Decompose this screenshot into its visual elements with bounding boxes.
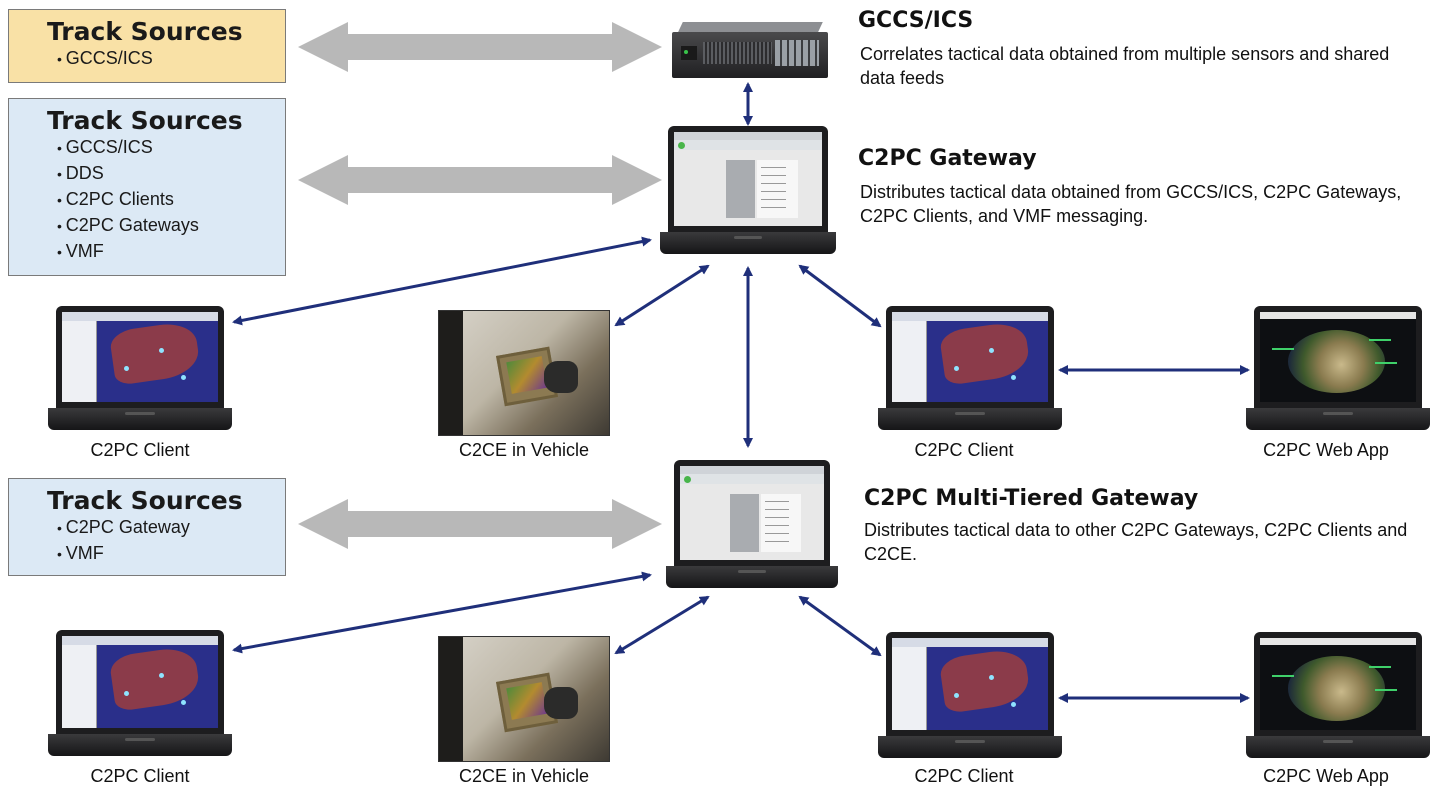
caption-c2pc-web-app: C2PC Web App (1263, 440, 1389, 460)
c2pc-client-laptop-1 (48, 306, 232, 430)
gray-arrow-gccs (298, 22, 662, 72)
track-source-item: GCCS/ICS (57, 46, 285, 72)
multi-gateway-title: C2PC Multi-Tiered Gateway (864, 486, 1199, 511)
track-sources-list: GCCS/ICS DDS C2PC Clients C2PC Gateways … (47, 135, 285, 265)
arrow-multi-client4 (798, 595, 882, 657)
navy-arrows (232, 82, 1250, 703)
c2pc-client-laptop-4 (878, 632, 1062, 758)
caption-c2ce-vehicle: C2CE in Vehicle (458, 440, 590, 460)
track-sources-list: C2PC Gateway VMF (47, 515, 285, 567)
gray-arrow-gateway (298, 155, 662, 205)
track-sources-box-gateway: Track Sources GCCS/ICS DDS C2PC Clients … (8, 98, 286, 276)
caption-c2pc-client: C2PC Client (90, 440, 190, 460)
c2pc-web-app-laptop-2 (1246, 632, 1430, 758)
arrow-gateway-client2 (798, 264, 882, 328)
track-sources-box-gccs: Track Sources GCCS/ICS (8, 9, 286, 83)
gccs-description: Correlates tactical data obtained from m… (860, 44, 1390, 88)
arrow-gateway-vehicle1 (614, 264, 710, 327)
c2pc-web-app-laptop-1 (1246, 306, 1430, 430)
gccs-title: GCCS/ICS (858, 8, 974, 33)
track-sources-title: Track Sources (47, 486, 243, 515)
vehicle-terminal-photo (438, 636, 610, 762)
vehicle-terminal-photo (438, 310, 610, 436)
server-icon (672, 22, 828, 78)
track-source-item: C2PC Gateway (57, 515, 285, 541)
track-source-item: VMF (57, 541, 285, 567)
track-sources-list: GCCS/ICS (47, 46, 285, 72)
arrow-gateway-client1 (232, 236, 652, 326)
c2pc-client-laptop-2 (878, 306, 1062, 430)
multi-gateway-screen (680, 466, 824, 560)
track-source-item: C2PC Gateways (57, 213, 285, 239)
track-sources-title: Track Sources (47, 106, 243, 135)
track-sources-box-multi-gateway: Track Sources C2PC Gateway VMF (8, 478, 286, 576)
caption-c2pc-client: C2PC Client (914, 440, 1014, 460)
gray-arrow-multi-gateway (298, 499, 662, 549)
multi-gateway-description: Distributes tactical data to other C2PC … (864, 520, 1408, 564)
caption-c2ce-vehicle: C2CE in Vehicle (458, 766, 590, 786)
caption-c2pc-web-app: C2PC Web App (1263, 766, 1389, 786)
gateway-screen (674, 132, 822, 226)
arrow-multi-vehicle2 (614, 595, 710, 655)
track-source-item: C2PC Clients (57, 187, 285, 213)
gray-arrows (298, 22, 662, 549)
track-sources-title: Track Sources (47, 17, 243, 46)
caption-c2pc-client: C2PC Client (914, 766, 1014, 786)
gateway-laptop (660, 126, 836, 254)
gateway-title: C2PC Gateway (858, 146, 1037, 171)
gateway-description: Distributes tactical data obtained from … (860, 182, 1402, 226)
multi-gateway-laptop (666, 460, 838, 588)
track-source-item: GCCS/ICS (57, 135, 285, 161)
c2pc-client-laptop-3 (48, 630, 232, 756)
track-source-item: DDS (57, 161, 285, 187)
track-source-item: VMF (57, 239, 285, 265)
caption-c2pc-client: C2PC Client (90, 766, 190, 786)
arrow-multi-client3 (232, 571, 652, 654)
